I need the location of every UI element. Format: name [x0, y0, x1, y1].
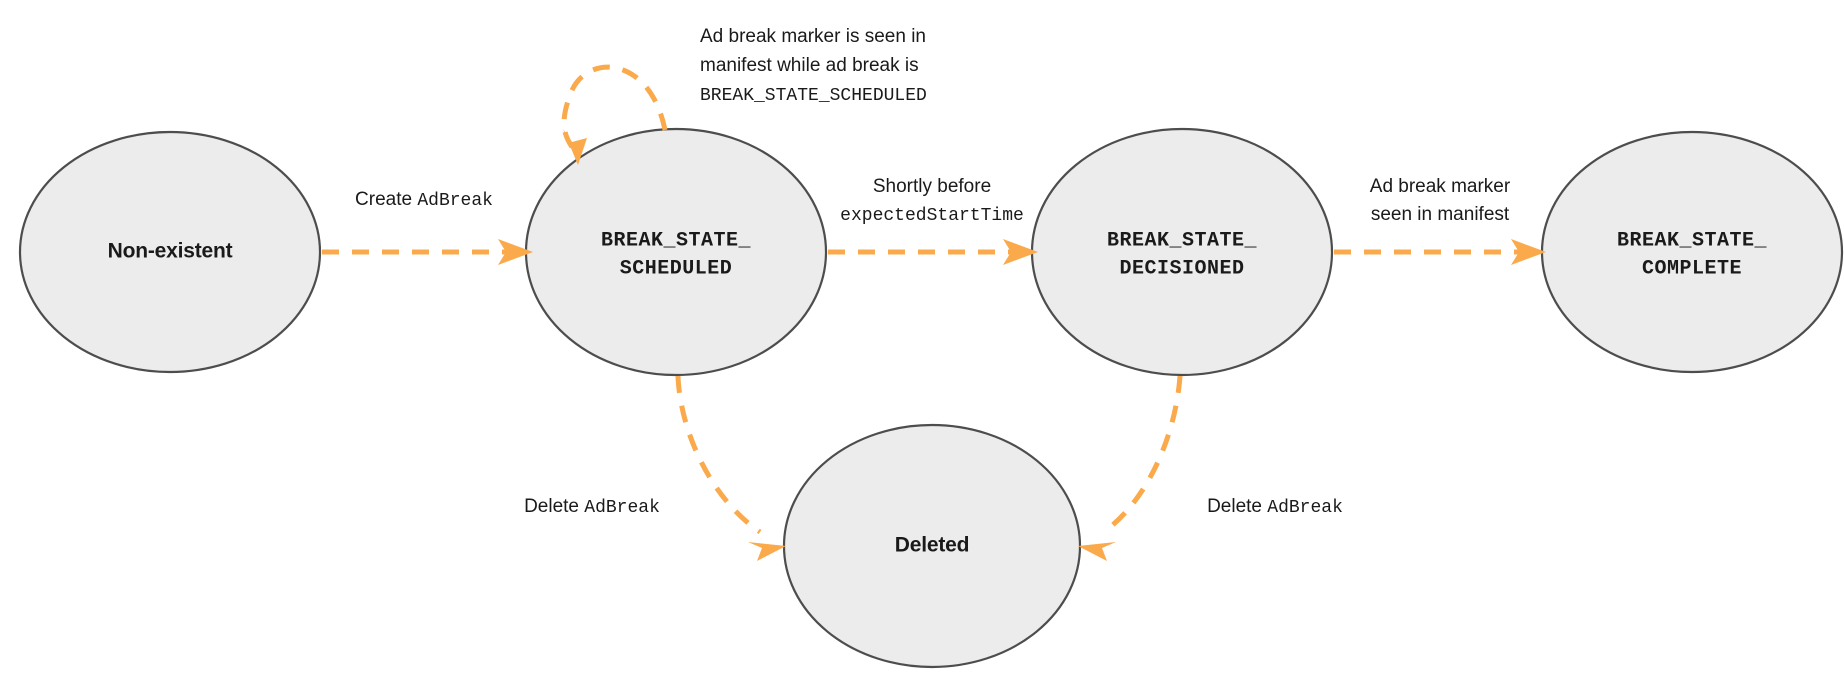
node-break-state-scheduled-label-line2: SCHEDULED: [620, 257, 733, 280]
node-non-existent-label: Non-existent: [108, 240, 233, 263]
edge-scheduled-to-decisioned[interactable]: Shortly before expectedStartTime: [828, 176, 1038, 265]
edge-decisioned-to-deleted[interactable]: Delete AdBreak: [1078, 375, 1343, 561]
edge-scheduled-self-loop-arrowhead: [563, 129, 587, 165]
edge-scheduled-to-decisioned-label-line1: Shortly before: [873, 176, 991, 197]
edge-scheduled-to-decisioned-arrowhead: [1003, 239, 1038, 265]
edge-scheduled-to-deleted-path: [675, 375, 762, 535]
edge-scheduled-self-loop-label-line3: BREAK_STATE_SCHEDULED: [700, 86, 927, 106]
edge-scheduled-self-loop-label-line2: manifest while ad break is: [700, 55, 919, 76]
edge-scheduled-to-deleted-arrowhead: [748, 542, 786, 561]
edge-decisioned-to-complete-label-line1: Ad break marker: [1370, 176, 1511, 197]
node-break-state-decisioned-label-line2: DECISIONED: [1119, 257, 1244, 280]
edge-create-adbreak-arrowhead: [498, 239, 533, 265]
node-break-state-scheduled[interactable]: BREAK_STATE_ SCHEDULED: [524, 127, 828, 377]
edge-decisioned-to-deleted-label: Delete AdBreak: [1207, 496, 1343, 518]
node-break-state-complete-label-line1: BREAK_STATE_: [1617, 229, 1768, 252]
edge-scheduled-to-decisioned-label-line2: expectedStartTime: [840, 206, 1024, 226]
node-break-state-scheduled-label-line1: BREAK_STATE_: [601, 229, 752, 252]
node-non-existent[interactable]: Non-existent: [18, 130, 322, 374]
edge-decisioned-to-complete-label-line2: seen in manifest: [1371, 204, 1510, 225]
node-break-state-decisioned-label-line1: BREAK_STATE_: [1107, 229, 1258, 252]
edge-decisioned-to-complete[interactable]: Ad break marker seen in manifest: [1334, 176, 1546, 265]
node-non-existent-shape: [18, 130, 322, 374]
edge-create-adbreak[interactable]: Create AdBreak: [322, 189, 533, 265]
node-break-state-complete-label-line2: COMPLETE: [1642, 257, 1742, 280]
edge-scheduled-to-deleted-label: Delete AdBreak: [524, 496, 660, 518]
node-deleted-label: Deleted: [895, 534, 969, 557]
edge-create-adbreak-label: Create AdBreak: [355, 189, 493, 211]
edge-scheduled-to-deleted[interactable]: Delete AdBreak: [524, 375, 786, 561]
edge-decisioned-to-complete-arrowhead: [1511, 239, 1546, 265]
edge-scheduled-self-loop[interactable]: Ad break marker is seen in manifest whil…: [561, 26, 927, 165]
edge-decisioned-to-deleted-arrowhead: [1078, 542, 1116, 561]
edge-scheduled-self-loop-label-line1: Ad break marker is seen in: [700, 26, 926, 47]
edge-decisioned-to-deleted-path: [1102, 375, 1183, 535]
node-break-state-decisioned[interactable]: BREAK_STATE_ DECISIONED: [1030, 127, 1334, 377]
edge-scheduled-self-loop-path: [561, 64, 668, 149]
node-break-state-complete[interactable]: BREAK_STATE_ COMPLETE: [1540, 130, 1844, 374]
node-deleted[interactable]: Deleted: [782, 423, 1082, 669]
